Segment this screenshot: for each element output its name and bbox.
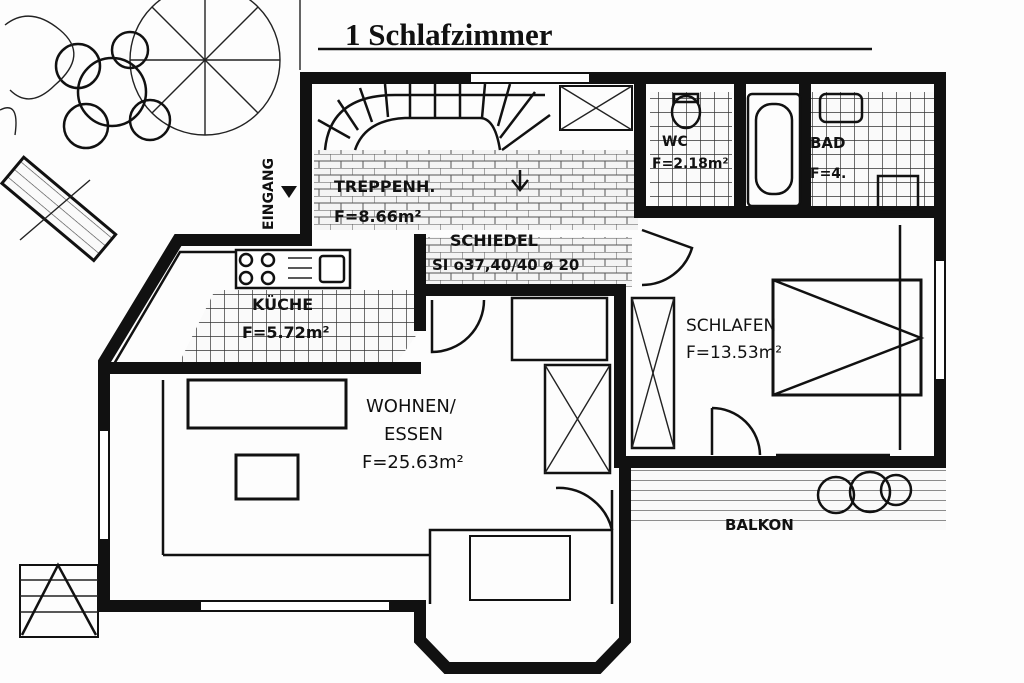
wc-area: F=2.18m²: [652, 156, 729, 172]
chimney-name: SCHIEDEL: [450, 231, 538, 250]
stairwell-area: F=8.66m²: [334, 207, 422, 226]
living-name-line1: WOHNEN/: [366, 396, 457, 417]
wardrobes: [510, 296, 676, 475]
bath-floor: [808, 92, 936, 210]
plant-pot-icon: [848, 470, 892, 514]
bath-area: F=4.: [810, 166, 846, 182]
wc-name: WC: [662, 134, 688, 150]
washing-machine-icon: [876, 174, 920, 214]
kitchen-name: KÜCHE: [252, 295, 313, 314]
balcony-plants: [816, 470, 913, 515]
bed: [771, 225, 925, 450]
kitchen-sink-icon: [318, 254, 346, 284]
outdoor-steps: [19, 562, 99, 638]
plant-pot-icon: [816, 475, 856, 515]
stove-burner-icon: [260, 252, 276, 268]
plan-title: 1 Schlafzimmer: [345, 17, 553, 52]
stairwell-name: TREPPENH.: [334, 177, 435, 196]
door-swing-icon: [641, 228, 694, 287]
shrub-icon: [76, 56, 148, 128]
entrance-label: EINGANG: [261, 158, 277, 230]
stairwell-floor: [314, 150, 638, 230]
chimney-spec: SI o37,40/40 ø 20: [432, 256, 579, 274]
bath-name: BAD: [810, 134, 846, 152]
kitchen-floor: [178, 290, 420, 365]
shrub-icon: [54, 42, 102, 90]
sanitary-fixtures: [670, 92, 920, 214]
doors: [430, 228, 890, 531]
stove-burner-icon: [238, 270, 254, 286]
stair-direction-arrow-icon: [511, 170, 529, 193]
entrance-arrow-icon: [281, 186, 297, 198]
bedroom-area: F=13.53m²: [686, 343, 782, 363]
garden-sketch: [0, 0, 301, 263]
staircase: [317, 83, 633, 193]
table-icon: [234, 453, 300, 501]
kitchen-counter: [234, 248, 352, 290]
kitchen-area: F=5.72m²: [242, 323, 330, 342]
bedroom-name: SCHLAFEN: [686, 316, 776, 336]
chimney-area: [420, 237, 632, 287]
door-swing-icon: [710, 406, 762, 456]
sink-icon: [818, 92, 864, 124]
door-swing-icon: [555, 486, 614, 531]
door-swing-icon: [430, 299, 486, 354]
stove-burner-icon: [238, 252, 254, 268]
toilet-icon: [670, 94, 702, 130]
living-name-line2: ESSEN: [384, 424, 443, 445]
balcony-floor: [628, 466, 946, 530]
shrub-icon: [128, 98, 172, 142]
living-furniture: [161, 378, 614, 604]
bathtub-icon: [746, 92, 802, 208]
wc-floor: [650, 92, 732, 210]
stove-burner-icon: [260, 270, 276, 286]
plant-pot-icon: [879, 473, 913, 507]
shrub-icon: [110, 30, 150, 70]
living-area: F=25.63m²: [362, 452, 464, 473]
sofa-icon: [186, 378, 348, 430]
shrub-icon: [62, 102, 110, 150]
balcony-name: BALKON: [725, 516, 794, 534]
garden-bench-icon: [0, 155, 118, 263]
